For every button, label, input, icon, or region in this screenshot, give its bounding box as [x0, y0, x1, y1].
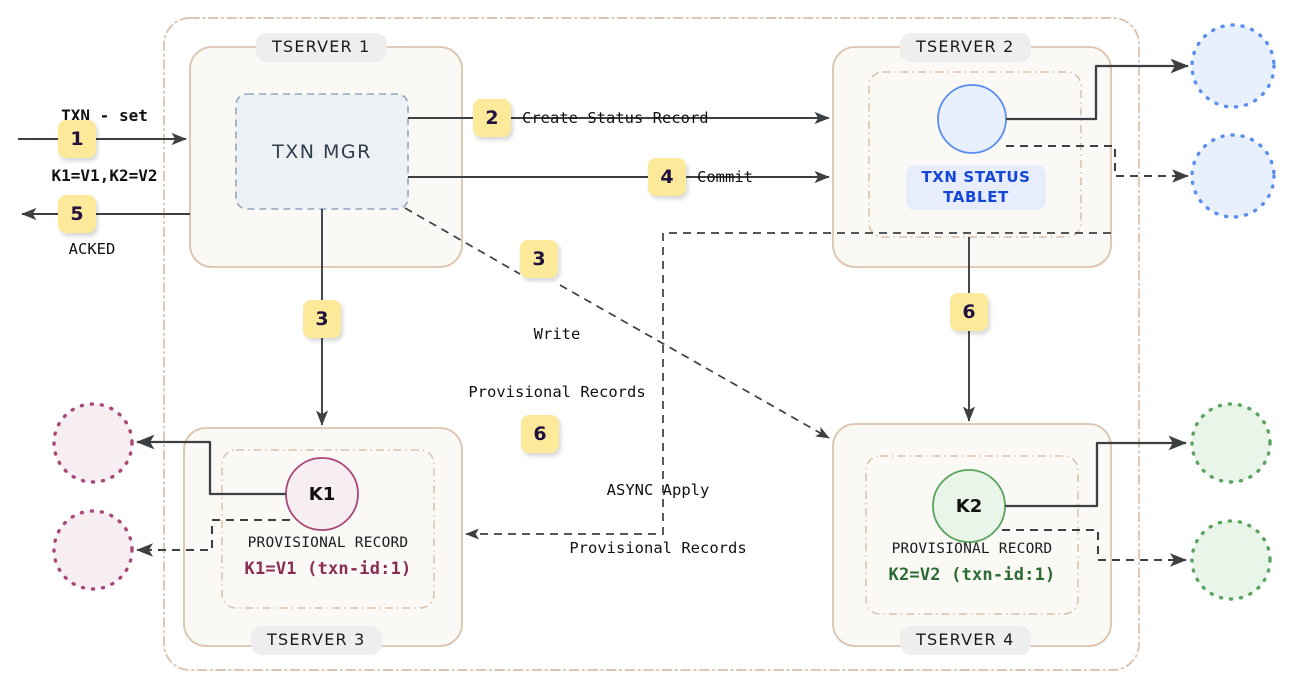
- tserver-2-box: [832, 46, 1112, 268]
- tserver-3-label: TSERVER 3: [251, 626, 382, 655]
- step-badge-6-label[interactable]: 6: [521, 415, 559, 453]
- request-line-1: TXN - set: [61, 106, 148, 125]
- replica-circle-blue-2: [1190, 133, 1276, 219]
- step-6-caption-line-2: Provisional Records: [569, 538, 747, 557]
- replica-circle-green-1: [1190, 402, 1272, 484]
- replica-circle-pink-2: [52, 509, 134, 591]
- arrow-step-3-diagonal-right: [559, 284, 830, 439]
- step-3-caption-line-2: Provisional Records: [468, 382, 646, 401]
- tserver-1-label: TSERVER 1: [256, 33, 387, 62]
- tserver-4-label: TSERVER 4: [900, 626, 1031, 655]
- tserver-2-tablet-container: [868, 71, 1082, 238]
- tserver-4-record-container: [865, 455, 1079, 615]
- step-2-caption: Create Status Record: [522, 109, 709, 127]
- replica-circle-pink-1: [52, 402, 134, 484]
- step-badge-5[interactable]: 5: [58, 195, 96, 233]
- step-badge-6-vertical[interactable]: 6: [950, 293, 988, 331]
- arrow-replica-blue-2: [1006, 144, 1189, 183]
- tserver-4-record-title: PROVISIONAL RECORD: [891, 541, 1053, 557]
- step-badge-1[interactable]: 1: [58, 120, 96, 158]
- step-6-caption-line-1: ASYNC Apply: [606, 480, 710, 499]
- step-3-caption-line-1: Write: [533, 324, 581, 343]
- request-line-2: K1=V1,K2=V2: [51, 166, 158, 185]
- key-label-k2: K2: [955, 495, 983, 517]
- step-badge-3-label[interactable]: 3: [520, 240, 558, 278]
- request-header: TXN - set K1=V1,K2=V2: [12, 66, 197, 226]
- key-label-k1: K1: [308, 483, 336, 505]
- arrow-replica-green-1: [1005, 435, 1187, 508]
- cluster-boundary: [163, 17, 1140, 671]
- tserver-2-label: TSERVER 2: [900, 33, 1031, 62]
- step-badge-4[interactable]: 4: [648, 158, 686, 196]
- step-4-caption: Commit: [697, 168, 753, 186]
- arrow-replica-pink-2: [136, 518, 290, 557]
- arrow-step-6-async-apply: [465, 232, 1111, 540]
- tserver-3-record-value: K1=V1 (txn-id:1): [244, 559, 412, 579]
- acked-label: ACKED: [68, 240, 116, 258]
- replica-circle-green-2: [1190, 519, 1272, 601]
- replica-circle-blue-1: [1190, 23, 1276, 109]
- step-6-caption: ASYNC Apply Provisional Records: [553, 442, 763, 597]
- arrow-replica-pink-1: [136, 434, 286, 496]
- step-badge-3-vertical[interactable]: 3: [303, 300, 341, 338]
- step-badge-2[interactable]: 2: [473, 99, 511, 137]
- txn-status-tablet-line-1: TXN STATUS: [921, 167, 1031, 186]
- tserver-3-record-title: PROVISIONAL RECORD: [247, 535, 409, 551]
- step-3-caption: Write Provisional Records: [452, 286, 662, 441]
- txn-status-leader-circle: [937, 84, 1007, 154]
- txn-status-tablet-line-2: TABLET: [943, 187, 1009, 206]
- txn-mgr-label: TXN MGR: [272, 140, 372, 163]
- arrow-replica-blue-1: [1006, 58, 1189, 121]
- tserver-3-record-container: [221, 449, 435, 609]
- tserver-4-record-value: K2=V2 (txn-id:1): [888, 565, 1056, 585]
- txn-status-tablet-chip: TXN STATUS TABLET: [906, 165, 1046, 210]
- arrow-replica-green-2: [1002, 528, 1187, 567]
